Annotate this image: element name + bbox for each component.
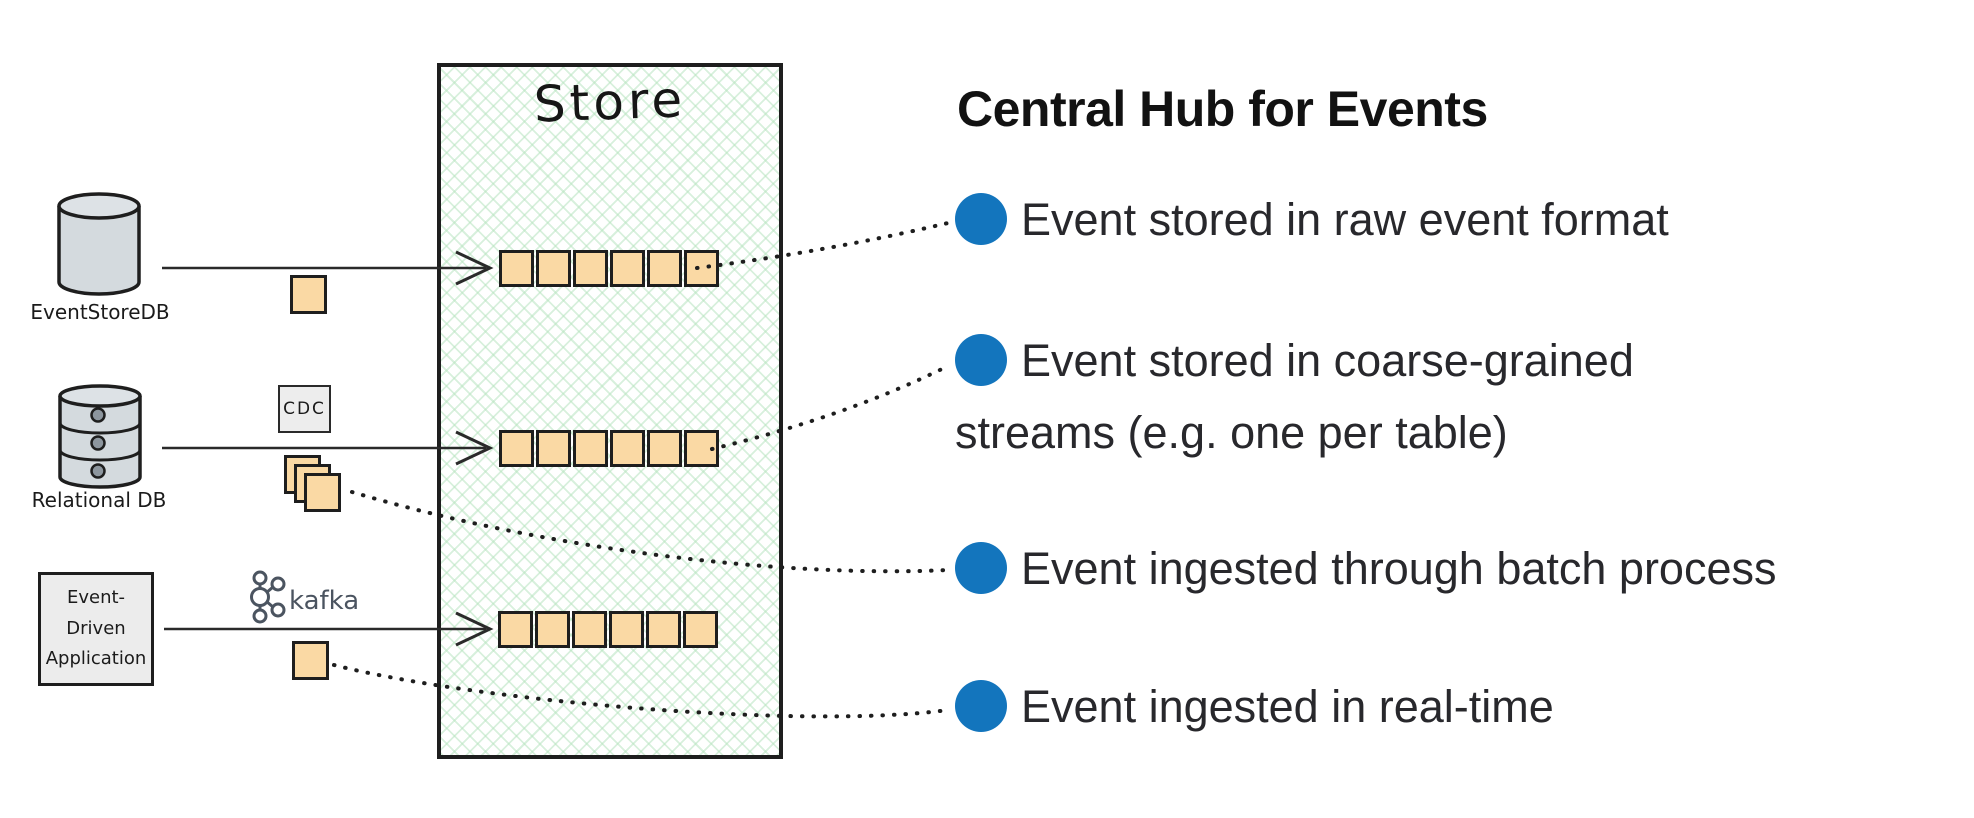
bullet-item-batch-process: Event ingested through batch process <box>955 533 1955 605</box>
event-square <box>573 430 608 467</box>
event-square <box>647 250 682 287</box>
eventstoredb-cylinder-icon <box>57 192 141 296</box>
event-square <box>610 250 645 287</box>
event-square-single-realtime <box>292 641 329 680</box>
app-label-line: Event- <box>66 587 126 609</box>
event-square <box>572 611 607 648</box>
panel-heading: Central Hub for Events <box>957 81 1488 137</box>
bullet-text: Event ingested through batch process <box>1021 543 1777 594</box>
store-container: Store <box>437 63 783 759</box>
event-square <box>683 611 718 648</box>
event-square <box>609 611 644 648</box>
event-stream-row-realtime <box>498 611 718 648</box>
bullet-dot-icon <box>955 542 1007 594</box>
bullet-item-real-time: Event ingested in real-time <box>955 671 1935 743</box>
bullet-text: Event stored in raw event format <box>1021 194 1669 245</box>
event-square <box>499 250 534 287</box>
relational-db-label: Relational DB <box>31 488 167 512</box>
eventstoredb-label: EventStoreDB <box>30 300 170 324</box>
event-square <box>536 250 571 287</box>
kafka-icon <box>250 570 286 624</box>
event-square <box>646 611 681 648</box>
event-stream-row-coarse <box>499 430 719 467</box>
bullet-dot-icon <box>955 193 1007 245</box>
bullet-dot-icon <box>955 334 1007 386</box>
bullet-item-raw-format: Event stored in raw event format <box>955 184 1935 256</box>
bullet-dot-icon <box>955 680 1007 732</box>
bullet-item-coarse-grained: Event stored in coarse-grained streams (… <box>955 325 1735 469</box>
event-square-batch-stack <box>284 455 346 517</box>
event-square <box>684 430 719 467</box>
event-square <box>610 430 645 467</box>
store-title: Store <box>532 70 688 134</box>
app-label-line: Application <box>45 648 147 670</box>
event-square <box>499 430 534 467</box>
bullet-text: Event stored in coarse-grained streams (… <box>955 335 1634 458</box>
cdc-label: CDC <box>283 399 326 419</box>
event-square <box>498 611 533 648</box>
app-label-line: Driven <box>66 617 126 639</box>
event-square-single-raw <box>290 275 327 314</box>
event-square <box>304 473 341 512</box>
kafka-label: kafka <box>289 586 360 616</box>
event-stream-row-raw <box>499 250 719 287</box>
event-square <box>536 430 571 467</box>
event-square <box>535 611 570 648</box>
bullet-text: Event ingested in real-time <box>1021 681 1554 732</box>
event-square <box>573 250 608 287</box>
cdc-box: CDC <box>278 385 331 433</box>
event-square <box>647 430 682 467</box>
event-driven-application-box: Event- Driven Application <box>38 572 154 686</box>
event-square <box>684 250 719 287</box>
relational-db-cylinder-icon <box>58 384 142 489</box>
